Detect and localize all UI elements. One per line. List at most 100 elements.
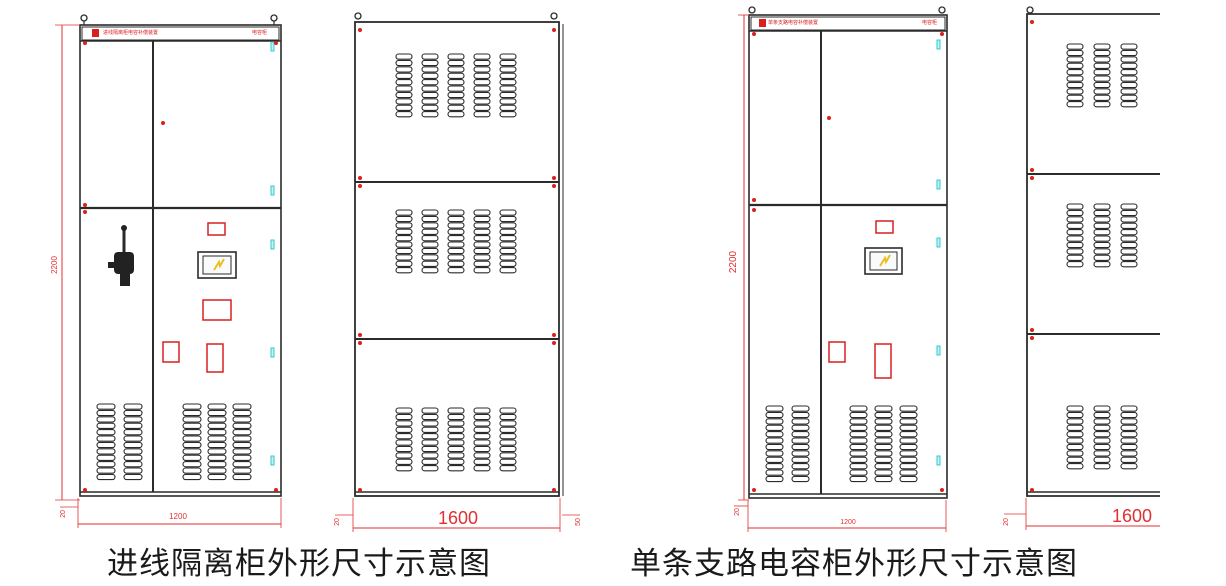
vent-slot <box>499 98 517 105</box>
vent-slot <box>765 443 784 451</box>
vent-slot <box>447 53 465 60</box>
vent-slot <box>1093 248 1111 255</box>
corner-marker <box>940 32 944 36</box>
vent-slot <box>899 475 918 483</box>
vent-slot <box>207 429 227 436</box>
corner-marker <box>1030 176 1034 180</box>
vent-slot <box>1066 411 1084 419</box>
vent-slot <box>395 98 413 105</box>
vent-slot <box>395 53 413 60</box>
nameplate-band <box>750 16 946 31</box>
vent-slot <box>421 209 439 216</box>
vent-slot <box>1120 450 1138 457</box>
vent-slot <box>447 433 465 440</box>
vent-column <box>395 407 413 472</box>
vent-slot <box>447 267 465 274</box>
handle-lever <box>108 262 116 268</box>
dimension-lines <box>1004 498 1160 530</box>
caption-incoming-isolation-cabinet: 进线隔离柜外形尺寸示意图 <box>107 546 491 582</box>
vent-slot <box>1093 81 1111 89</box>
vent-column <box>395 209 413 274</box>
left-base-dim-label: 20 <box>60 510 67 518</box>
incoming-isolation-cabinet-front <box>55 14 282 528</box>
vent-slot <box>1093 418 1111 425</box>
vent-slot <box>447 59 465 67</box>
vent-column <box>1120 203 1138 268</box>
vent-slot <box>1120 235 1138 242</box>
vent-slot <box>1093 437 1111 444</box>
vent-slot <box>1093 75 1111 82</box>
vent-slot <box>395 72 413 79</box>
vent-slot <box>473 98 491 105</box>
vent-slot <box>182 441 202 449</box>
vent-slot <box>1066 62 1084 69</box>
vent-slot <box>207 422 227 429</box>
vent-slot <box>1120 88 1138 95</box>
vent-slot <box>1093 405 1111 412</box>
vent-slot <box>1120 405 1138 412</box>
vent-slot <box>791 437 810 444</box>
vent-slot <box>499 91 517 99</box>
vent-slot <box>1120 81 1138 89</box>
meter-box <box>202 299 232 321</box>
vent-slot <box>182 461 202 468</box>
vent-slot <box>1120 75 1138 82</box>
button-box <box>206 343 224 373</box>
vent-slot <box>182 409 202 417</box>
vent-slot <box>421 452 439 459</box>
vent-slot <box>849 475 868 483</box>
vent-slot <box>447 104 465 111</box>
vent-slot <box>899 437 918 444</box>
vent-slot <box>899 463 918 470</box>
handle-tip <box>121 225 127 231</box>
vent-group-top <box>1066 43 1138 108</box>
corner-marker <box>1030 20 1034 24</box>
hinge-marker <box>936 455 941 466</box>
vent-slot <box>899 456 918 463</box>
vent-column <box>421 407 439 472</box>
vent-slot <box>207 461 227 468</box>
switch-box <box>828 341 846 363</box>
vent-slot <box>874 475 893 483</box>
vent-slot <box>421 247 439 255</box>
corner-marker <box>1030 328 1034 332</box>
vent-slot <box>207 448 227 455</box>
vent-slot <box>1066 437 1084 444</box>
corner-marker <box>358 184 362 188</box>
vent-column <box>499 209 517 274</box>
vent-slot <box>473 228 491 235</box>
vent-slot <box>1066 203 1084 210</box>
vent-slot <box>1066 81 1084 89</box>
vent-slot <box>499 465 517 472</box>
vent-slot <box>499 241 517 248</box>
vent-slot <box>849 405 868 412</box>
vent-slot <box>96 461 116 468</box>
vent-slot <box>874 418 893 425</box>
vent-column <box>849 405 868 483</box>
vent-slot <box>499 79 517 86</box>
vent-slot <box>395 85 413 92</box>
vent-slot <box>1120 463 1138 470</box>
vent-slot <box>1120 411 1138 419</box>
nameplate-logo <box>759 19 766 27</box>
vent-slot <box>849 437 868 444</box>
vent-slot <box>96 467 116 474</box>
vent-slot <box>765 437 784 444</box>
vent-slot <box>1066 94 1084 101</box>
vent-slot <box>1093 203 1111 210</box>
vent-slot <box>499 420 517 427</box>
corner-marker <box>358 176 362 180</box>
vent-slot <box>447 85 465 92</box>
vent-slot <box>499 413 517 421</box>
door-knob <box>161 121 165 125</box>
vent-slot <box>899 424 918 431</box>
vent-slot <box>182 454 202 461</box>
vent-slot <box>473 72 491 79</box>
right-base-dim-label: 20 <box>734 508 741 516</box>
vent-slot <box>899 431 918 438</box>
right-side-small-dim-label: 20 <box>1003 518 1010 526</box>
right-nameplate-text: 单条支路电容补偿装置 <box>768 19 818 26</box>
corner-marker <box>358 28 362 32</box>
vent-column <box>499 53 517 118</box>
